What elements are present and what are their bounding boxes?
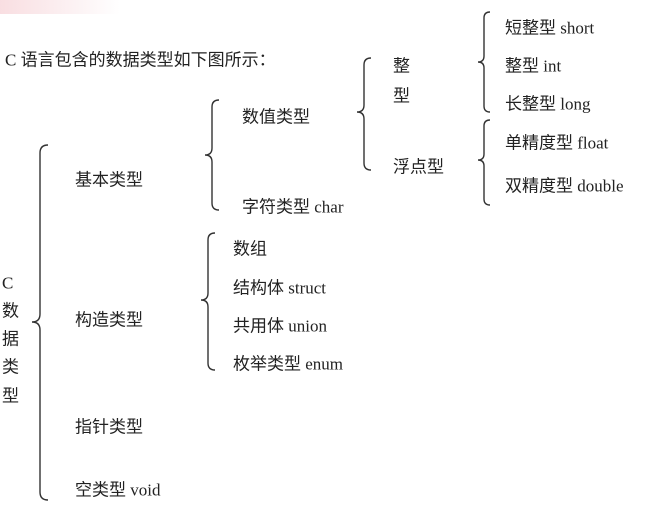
- root-label-2: 数: [2, 301, 19, 321]
- root-label-3: 据: [2, 329, 19, 349]
- integer-label-1: 整: [393, 56, 410, 76]
- integer-label-2: 型: [393, 86, 410, 106]
- char-type: 字符类型 char: [242, 197, 344, 217]
- brace-float: [477, 119, 491, 206]
- brace-constructed: [200, 232, 216, 371]
- numeric-type: 数值类型: [242, 107, 310, 127]
- page-title: C 语言包含的数据类型如下图所示：: [5, 50, 276, 70]
- float-label: 浮点型: [393, 157, 444, 177]
- brace-integer: [477, 11, 491, 113]
- pointer-type: 指针类型: [75, 417, 143, 437]
- type-double: 双精度型 double: [505, 176, 624, 196]
- type-long: 长整型 long: [505, 94, 591, 114]
- type-union: 共用体 union: [233, 316, 327, 336]
- brace-basic: [204, 99, 220, 211]
- type-array: 数组: [233, 239, 267, 259]
- brace-root: [31, 144, 49, 501]
- brace-numeric: [356, 57, 372, 171]
- void-type: 空类型 void: [75, 480, 161, 500]
- constructed-type: 构造类型: [75, 310, 143, 330]
- type-enum: 枚举类型 enum: [233, 354, 344, 374]
- type-float: 单精度型 float: [505, 133, 609, 153]
- root-label-1: C: [2, 273, 14, 293]
- root-label-5: 型: [2, 386, 19, 406]
- type-int: 整型 int: [505, 56, 562, 76]
- decorative-strip: [0, 0, 120, 14]
- type-struct: 结构体 struct: [233, 278, 327, 298]
- root-label-4: 类: [2, 357, 19, 377]
- basic-type: 基本类型: [75, 170, 143, 190]
- type-short: 短整型 short: [505, 18, 595, 38]
